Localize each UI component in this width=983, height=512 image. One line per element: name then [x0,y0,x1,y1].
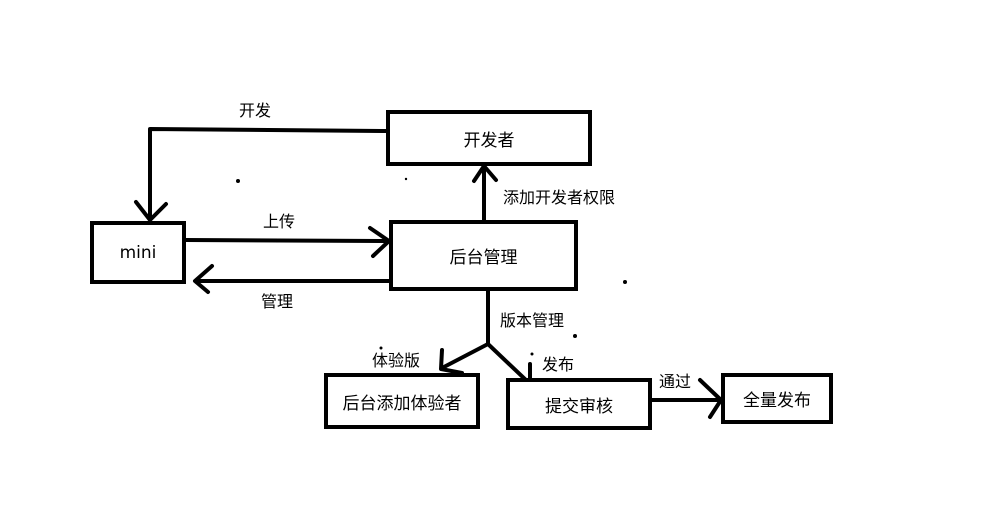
developer-node: 开发者 [386,110,592,166]
mini-node: mini [90,221,186,284]
pass-label: 通过 [659,372,692,391]
backend-node: 后台管理 [389,220,578,291]
submit-review-node-label: 提交审核 [545,396,613,417]
submit-review-node: 提交审核 [506,378,652,430]
develop-connector [148,127,390,220]
full-release-node-label: 全量发布 [743,391,811,411]
manage-arrowhead [193,264,214,294]
stray-dot [573,334,577,338]
upload-label: 上传 [263,212,296,231]
trial-connector [440,342,490,370]
manage-label: 管理 [261,292,294,311]
backend-node-label: 后台管理 [449,248,518,268]
publish-label: 发布 [542,355,575,374]
mini-node-label: mini [119,242,157,263]
stray-dot [404,177,408,181]
add-tester-node-label: 后台添加体验者 [342,393,462,414]
stray-dot [623,280,627,284]
add-permission-arrowhead [472,164,498,183]
upload-connector [184,238,390,243]
developer-node-label: 开发者 [463,130,515,151]
develop-arrowhead [134,200,168,222]
trial-arrowhead [439,348,464,375]
version-manage-label: 版本管理 [500,311,565,330]
stray-dot [379,346,383,350]
develop-label: 开发 [239,101,272,120]
trial-label: 体验版 [372,351,421,370]
stray-dot [530,352,534,356]
add-tester-node: 后台添加体验者 [324,373,480,429]
publish-connector [486,342,530,384]
full-release-node: 全量发布 [721,373,833,424]
stray-dot [236,179,240,183]
add-dev-permission-label: 添加开发者权限 [503,188,616,207]
